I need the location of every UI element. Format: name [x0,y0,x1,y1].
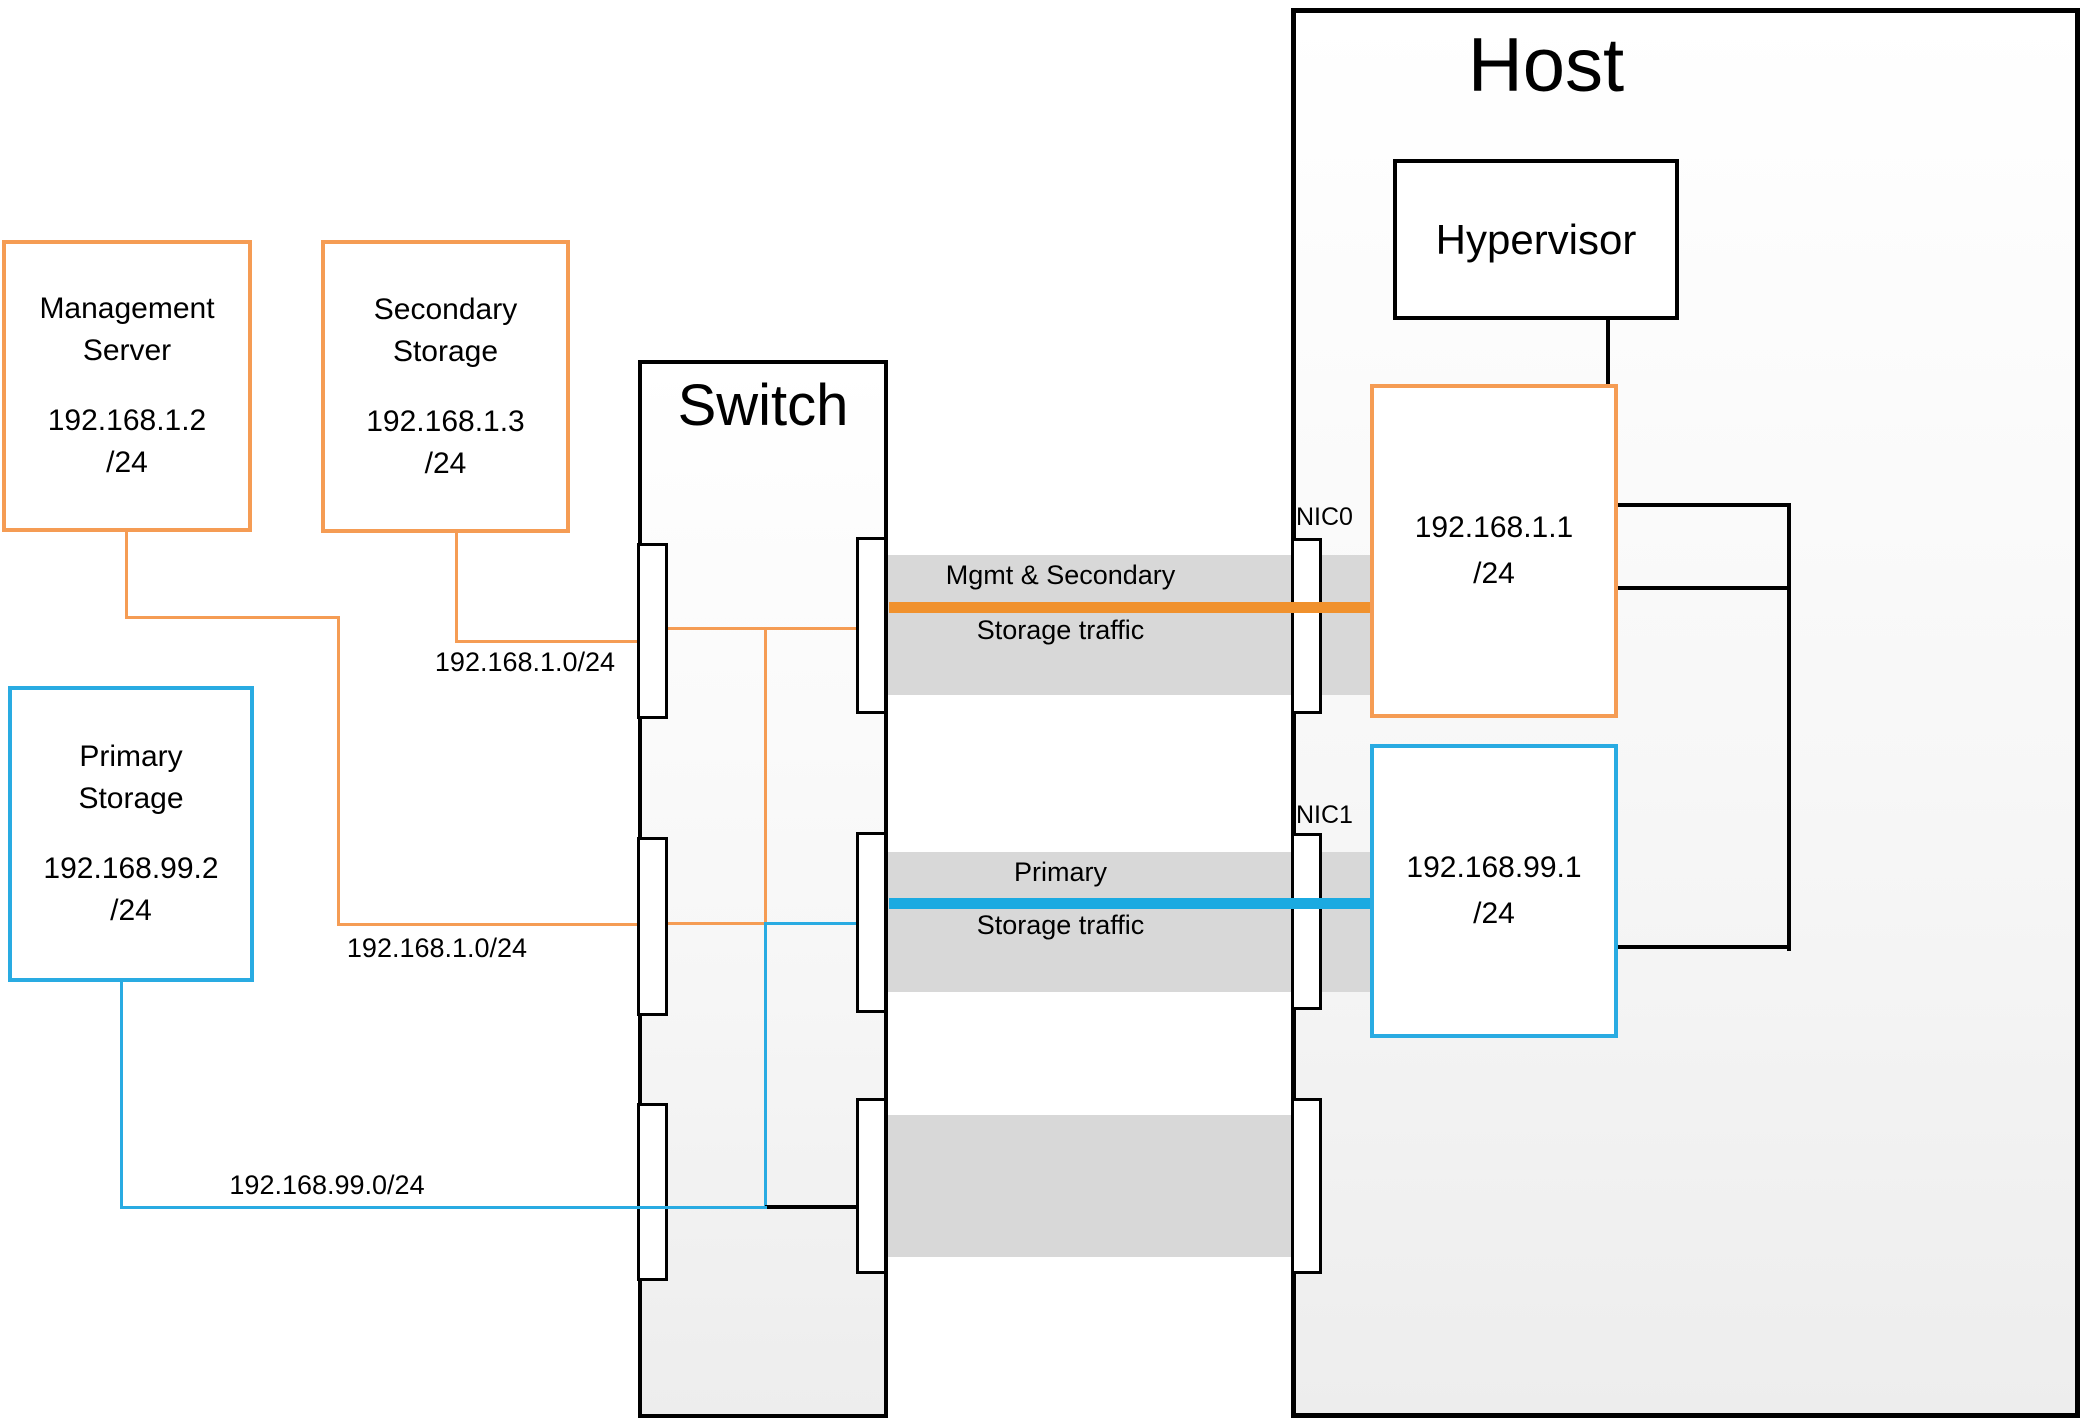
switch-right-port-3 [856,1098,887,1274]
secondary-storage-name: Secondary Storage [373,292,518,368]
management-server-name: Management Server [39,292,215,367]
traffic-line-mgmt [889,602,1370,613]
switch-left-port-1 [637,543,668,719]
host-title: Host [1467,23,1625,108]
link-mgmt-v1 [125,532,128,619]
traffic-label-mgmt-line1: Mgmt & Secondary [945,560,1176,590]
hypervisor-link-h1 [1606,503,1791,507]
switch-wire-blue-vert [764,922,767,1209]
hypervisor-label: Hypervisor [1435,215,1637,263]
switch-left-port-2 [637,837,668,1016]
traffic-label-mgmt-line2: Storage traffic [976,615,1145,645]
subnet-label-secondary: 192.168.1.0/24 [434,647,616,677]
link-primary-h [120,1206,767,1209]
nic1-ip-box: 192.168.99.1 /24 [1370,744,1618,1038]
traffic-band-primary [888,852,1370,992]
nic1-label: NIC1 [1296,801,1353,829]
nic1-ip: 192.168.99.1 [1406,851,1582,884]
primary-storage-box: Primary Storage 192.168.99.2 /24 [8,686,254,982]
subnet-label-primary: 192.168.99.0/24 [229,1170,425,1200]
nic1-port [1291,833,1322,1010]
switch-wire-orange-bottom [668,922,767,925]
traffic-band-unused [888,1115,1291,1257]
traffic-line-primary [889,898,1370,909]
traffic-label-primary-line2: Storage traffic [976,910,1145,940]
nic0-port [1291,538,1322,714]
switch-left-port-3 [637,1103,668,1281]
link-mgmt-h1 [125,616,340,619]
nic0-label: NIC0 [1296,503,1353,531]
switch-right-port-1 [856,537,887,714]
link-secondary-v [455,533,458,643]
nic1-mask: /24 [1473,897,1515,930]
primary-storage-name: Primary Storage [78,740,184,815]
nic0-mask: /24 [1473,557,1515,590]
link-mgmt-v2 [337,616,340,926]
switch-right-port-2 [856,832,887,1013]
switch-box [638,360,888,1418]
switch-wire-black-stub [765,1205,856,1209]
switch-wire-orange-vert [764,627,767,925]
host-unused-port [1291,1098,1322,1274]
hypervisor-box: Hypervisor [1393,159,1679,320]
traffic-band-mgmt [888,555,1370,695]
link-secondary-h [455,640,638,643]
link-primary-v [120,982,123,1209]
primary-storage-ip: 192.168.99.2 /24 [43,852,219,927]
management-server-box: Management Server 192.168.1.2 /24 [2,240,252,532]
subnet-label-management: 192.168.1.0/24 [346,933,528,963]
nic0-ip: 192.168.1.1 [1414,511,1574,544]
management-server-ip: 192.168.1.2 /24 [47,404,207,479]
secondary-storage-ip: 192.168.1.3 /24 [366,404,525,480]
nic0-ip-box: 192.168.1.1 /24 [1370,384,1618,718]
switch-wire-orange-top [668,627,856,630]
switch-wire-blue-top [765,922,856,925]
secondary-storage-box: Secondary Storage 192.168.1.3 /24 [321,240,570,533]
link-mgmt-h2 [337,923,638,926]
hypervisor-link-nic1 [1616,945,1789,949]
switch-title: Switch [677,373,849,438]
hypervisor-link-v2 [1787,503,1791,951]
hypervisor-link-nic0 [1618,586,1789,590]
traffic-label-primary-line1: Primary [1014,857,1107,887]
